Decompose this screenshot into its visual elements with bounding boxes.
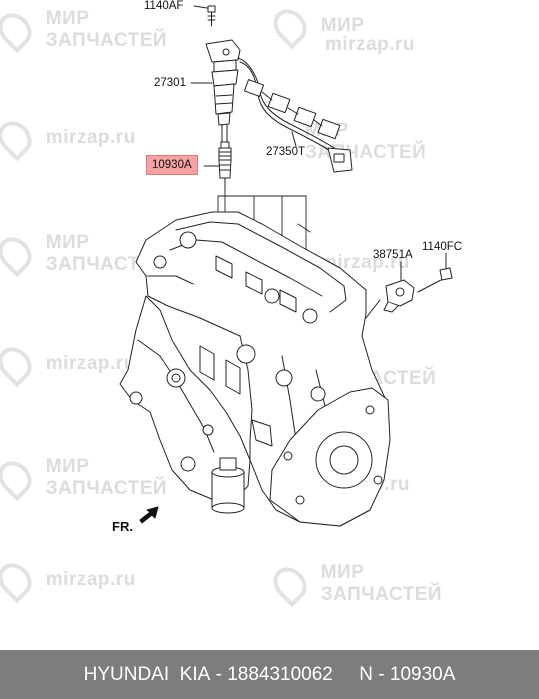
callout-sensor-38751a[interactable]: 38751A	[373, 249, 413, 261]
watermark-site: mirzap.ru	[325, 34, 416, 55]
footer-ref-number: 10930A	[389, 663, 456, 685]
front-direction-arrow-icon	[139, 506, 159, 524]
bolt-1140af-drawing	[193, 5, 216, 27]
ignition-coil-drawing	[190, 39, 241, 143]
front-marker-label: FR.	[112, 519, 133, 534]
watermark-brand: МИР	[266, 2, 364, 50]
footer-brand: HYUNDAI KIA	[83, 663, 211, 685]
callout-ignition-coil-27301[interactable]: 27301	[154, 77, 186, 89]
engine-block-drawing	[119, 211, 391, 527]
part-info-footer: HYUNDAI KIA - 1884310062 N - 10930A	[0, 650, 539, 699]
watermark-site: mirzap.ru	[320, 252, 411, 273]
callout-bolt-1140fc[interactable]: 1140FC	[422, 241, 463, 253]
footer-separator: -	[210, 663, 228, 685]
watermark-site: mirzap.ru	[0, 114, 136, 162]
engine-parts-diagram	[119, 5, 453, 527]
footer-part-number: 1884310062	[227, 663, 333, 685]
spark-plug-drawing	[203, 141, 232, 191]
callout-spark-plug-10930a[interactable]: 10930A	[146, 155, 198, 175]
bolt-1140fc-drawing	[417, 252, 453, 293]
callout-wiring-harness-27350t[interactable]: 27350T	[266, 146, 306, 158]
watermark-site: mirzap.ru	[0, 340, 136, 388]
footer-separator-ref: N -	[332, 663, 390, 685]
watermark-site: mirzap.ru	[0, 556, 136, 604]
wiring-harness-drawing	[237, 57, 353, 173]
callout-bolt-1140af[interactable]: 1140AF	[144, 0, 184, 12]
sensor-drawing	[365, 261, 415, 319]
